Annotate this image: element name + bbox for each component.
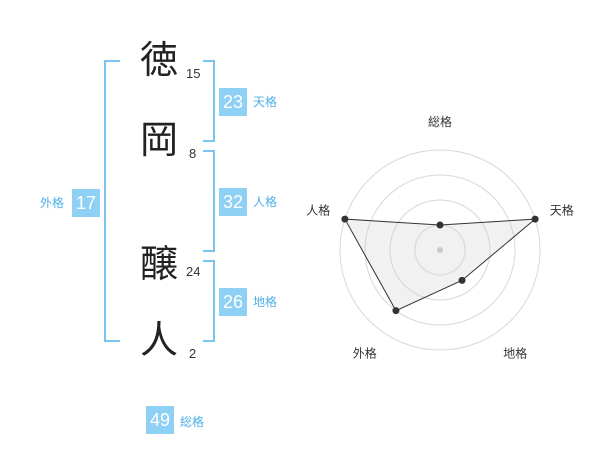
radar-point-2: [531, 215, 539, 223]
gaikaku-bracket: [104, 60, 120, 342]
radar-ring: [339, 149, 541, 351]
jinkaku-label: 人格: [253, 195, 278, 209]
radar-axis-label-5: 人格: [306, 202, 330, 217]
name-char-4: 人: [140, 318, 179, 362]
tenkaku-bracket: [203, 60, 215, 142]
soukaku-label: 総格: [180, 415, 205, 429]
radar-axis-label-2: 天格: [550, 202, 574, 217]
radar-axis-label-4: 外格: [353, 346, 377, 361]
stroke-count-4: 2: [189, 346, 197, 361]
jinkaku-value: 32: [219, 188, 247, 216]
stroke-count-1: 15: [186, 66, 201, 81]
radar-point-1: [436, 221, 444, 229]
chikaku-value: 26: [219, 288, 247, 316]
radar-ring: [389, 199, 491, 301]
tenkaku-label: 天格: [253, 95, 278, 109]
chikaku-label: 地格: [253, 295, 278, 309]
name-char-3: 醸: [140, 242, 179, 286]
radar-axis-label-3: 地格: [503, 346, 527, 361]
tenkaku-value: 23: [219, 88, 247, 116]
radar-center: [437, 247, 443, 253]
radar-point-4: [392, 307, 400, 315]
radar-axis-label-1: 総格: [428, 114, 452, 129]
name-char-1: 徳: [140, 38, 179, 82]
stroke-count-2: 8: [189, 146, 197, 161]
soukaku-value: 49: [146, 406, 174, 434]
jinkaku-bracket: [203, 150, 215, 252]
stroke-count-3: 24: [186, 264, 201, 279]
radar-point-3: [458, 276, 466, 284]
gaikaku-value: 17: [72, 189, 100, 217]
name-char-2: 岡: [140, 118, 179, 162]
radar-point-5: [341, 215, 349, 223]
radar-polygon: [344, 218, 537, 312]
radar-ring: [364, 174, 516, 326]
chikaku-bracket: [203, 260, 215, 342]
gaikaku-label: 外格: [40, 196, 65, 210]
